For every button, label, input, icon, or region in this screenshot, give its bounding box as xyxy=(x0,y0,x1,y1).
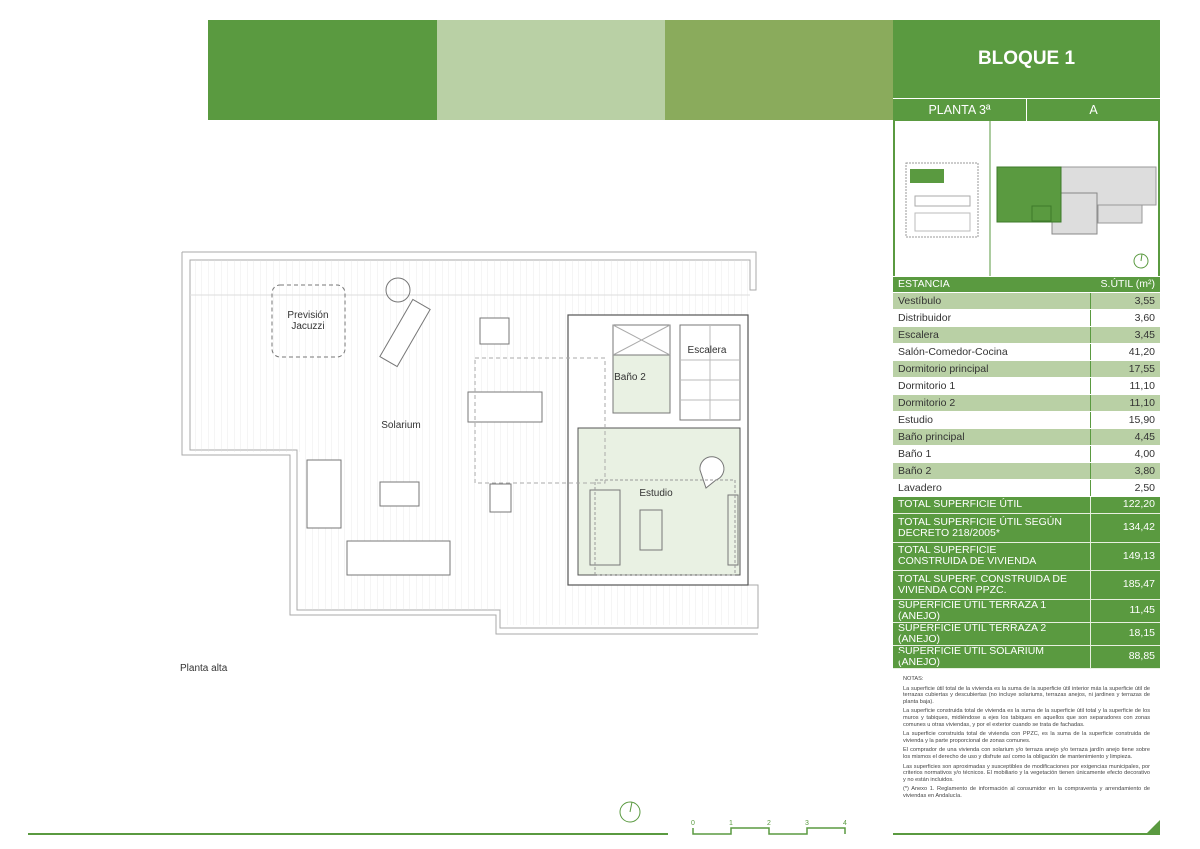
furniture xyxy=(271,277,606,576)
footer-corner-triangle xyxy=(1146,820,1160,834)
header-band-3 xyxy=(665,20,893,120)
table-corner-triangle xyxy=(893,653,907,667)
total-row: SUPERFICIE ÚTIL TERRAZA 2 (ANEJO)18,15 xyxy=(893,622,1160,646)
header-band-1 xyxy=(208,20,437,120)
scale-tick: 4 xyxy=(843,820,847,827)
room-label-bano2: Baño 2 xyxy=(614,372,646,383)
north-arrow-icon xyxy=(619,801,641,823)
col-header-room: ESTANCIA xyxy=(893,277,1090,293)
plan-caption: Planta alta xyxy=(180,663,228,674)
floor-label: PLANTA 3ª xyxy=(893,99,1026,121)
unit-label: A xyxy=(1027,99,1160,121)
total-row: SUPERFICIE ÚTIL SOLARIUM (ANEJO)88,85 xyxy=(893,645,1160,669)
room-label-escalera: Escalera xyxy=(688,345,727,356)
location-thumbnails xyxy=(893,121,1160,276)
scale-tick: 3 xyxy=(805,820,809,827)
total-row: SUPERFICIE ÚTIL TERRAZA 1 (ANEJO)11,45 xyxy=(893,599,1160,623)
scale-tick: 0 xyxy=(691,820,695,827)
room-label-jacuzzi: Previsión xyxy=(287,310,328,321)
scale-tick: 1 xyxy=(729,820,733,827)
north-arrow-icon xyxy=(1133,253,1149,269)
total-row: TOTAL SUPERFICIE ÚTIL SEGÚN DECRETO 218/… xyxy=(893,513,1160,543)
total-row: TOTAL SUPERF. CONSTRUIDA DE VIVIENDA CON… xyxy=(893,570,1160,600)
notes: NOTAS: La superficie útil total de la vi… xyxy=(903,676,1150,799)
col-header-area: S.ÚTIL (m²) xyxy=(1089,277,1160,293)
header-band-2 xyxy=(437,20,665,120)
scale-tick: 2 xyxy=(767,820,771,827)
room-label-jacuzzi-2: Jacuzzi xyxy=(291,321,324,332)
scale-bar xyxy=(692,827,846,835)
room-label-estudio: Estudio xyxy=(639,488,673,499)
room-label-solarium: Solarium xyxy=(381,420,420,431)
key-plan-thumbnail xyxy=(905,121,1157,276)
block-title: BLOQUE 1 xyxy=(893,20,1160,98)
